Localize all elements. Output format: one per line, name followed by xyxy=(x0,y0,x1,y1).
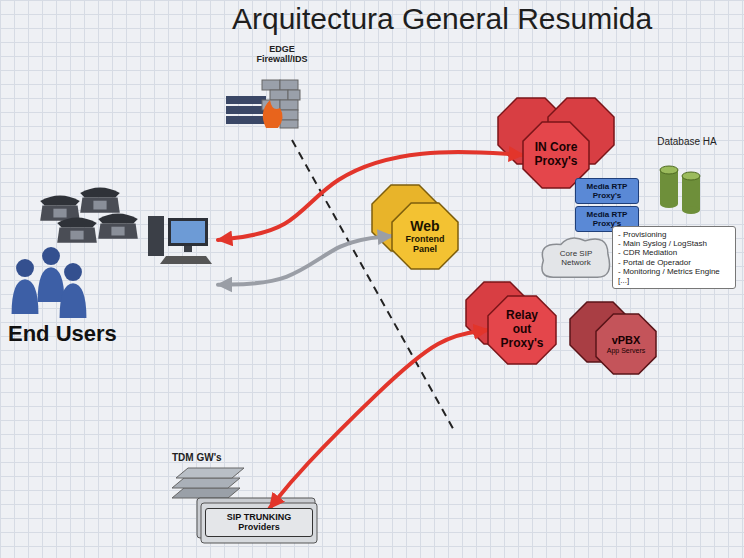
firewall-icon xyxy=(270,90,288,100)
phone-icons xyxy=(98,214,138,239)
node-text: Media RTP Proxy's xyxy=(581,182,633,200)
pc-icon xyxy=(148,216,212,264)
database-cylinders xyxy=(682,206,700,214)
node-text: vPBX xyxy=(607,334,646,347)
database-cylinders xyxy=(682,176,700,210)
text-holder: vPBXApp Servers xyxy=(607,334,646,355)
node-text: End Users xyxy=(8,321,117,346)
firewall-icon xyxy=(263,100,283,128)
tdm-gateway-icon xyxy=(172,478,240,488)
cloud-outline xyxy=(542,238,610,277)
phone-icons xyxy=(40,188,138,243)
firewall-icon xyxy=(280,80,298,90)
phone-icons xyxy=(80,188,120,213)
node-text: Relay out Proxy's xyxy=(497,309,547,350)
phone-icons xyxy=(40,196,80,221)
node-text: SIP TRUNKING Providers xyxy=(211,512,307,533)
text-holder: Core SIP Network xyxy=(551,249,601,267)
diagram-title: Arquitectura General Resumida xyxy=(232,2,652,36)
firewall-icon xyxy=(226,96,266,104)
database-cylinders xyxy=(660,166,700,214)
pc-icon xyxy=(184,246,192,252)
firewall-icon xyxy=(226,106,266,114)
firewall-icon xyxy=(226,116,266,124)
phone-icons xyxy=(57,218,97,243)
node-text: Frontend Panel xyxy=(401,234,450,255)
node-text: Web xyxy=(401,218,450,234)
octagon-outline xyxy=(392,203,458,269)
database-cylinders xyxy=(682,172,700,180)
node-text: IN Core Proxy's xyxy=(532,141,581,169)
firewall-icon xyxy=(280,100,298,110)
user-group: End Users xyxy=(8,178,218,350)
device-label: TDM GW's xyxy=(172,452,222,464)
firewall-icon xyxy=(226,80,300,128)
node-text: - Provisioning xyxy=(618,230,730,239)
users-icon xyxy=(38,247,65,302)
text-holder: WebFrontend Panel xyxy=(401,218,450,255)
pc-icon xyxy=(171,221,205,243)
stacked-box xyxy=(201,503,317,543)
text-holder: IN Core Proxy's xyxy=(532,141,581,169)
proxy-octagon: WebFrontend Panel xyxy=(392,203,458,269)
component-list: - Provisioning- Main Syslog / LogStash- … xyxy=(612,226,736,289)
tdm-gateway-icon xyxy=(172,488,240,498)
firewall-icon xyxy=(280,120,298,128)
provider-box: SIP TRUNKING Providers xyxy=(205,508,313,537)
database-cylinders xyxy=(660,166,678,174)
database-cylinders xyxy=(660,170,678,204)
node-text: Database HA xyxy=(657,136,716,148)
tdm-gateway-icon xyxy=(176,468,244,478)
firewall-icon xyxy=(288,90,300,100)
pc-icon xyxy=(168,218,208,246)
flow-arrow xyxy=(218,152,523,240)
network-cloud: Core SIP Network xyxy=(538,234,614,282)
node-text: - Main Syslog / LogStash xyxy=(618,239,730,248)
firewall-icon xyxy=(262,80,280,90)
proxy-octagon: Relay out Proxy's xyxy=(488,296,556,364)
node-text: [...] xyxy=(618,276,730,285)
flow-arrow xyxy=(270,330,488,508)
node-text: - Portal de Operador xyxy=(618,258,730,267)
stacked-box xyxy=(197,498,317,543)
device-label: EDGE Firewall/IDS xyxy=(244,44,320,65)
firewall-icon xyxy=(280,110,298,120)
node-text: Core SIP Network xyxy=(551,249,601,267)
database-cylinders xyxy=(660,200,678,208)
octagon-outline xyxy=(596,314,656,374)
users-icon xyxy=(12,259,39,314)
node-text: - CDR Mediation xyxy=(618,248,730,257)
users-icon xyxy=(12,247,87,318)
pc-icon xyxy=(160,256,212,264)
database: Database HA xyxy=(646,136,728,214)
text-holder: Relay out Proxy's xyxy=(497,309,547,350)
node-text: App Servers xyxy=(607,346,646,354)
dmz-boundary xyxy=(292,140,455,432)
users-icon xyxy=(60,263,87,318)
media-box: Media RTP Proxy's xyxy=(575,178,639,204)
flow-arrow xyxy=(218,236,392,285)
pc-icon xyxy=(148,216,164,256)
server-octagon: vPBXApp Servers xyxy=(596,314,656,374)
octagon-outline xyxy=(488,296,556,364)
node-text: - Monitoring / Metrics Engine xyxy=(618,267,730,276)
tdm-gateway-icon xyxy=(172,468,244,498)
